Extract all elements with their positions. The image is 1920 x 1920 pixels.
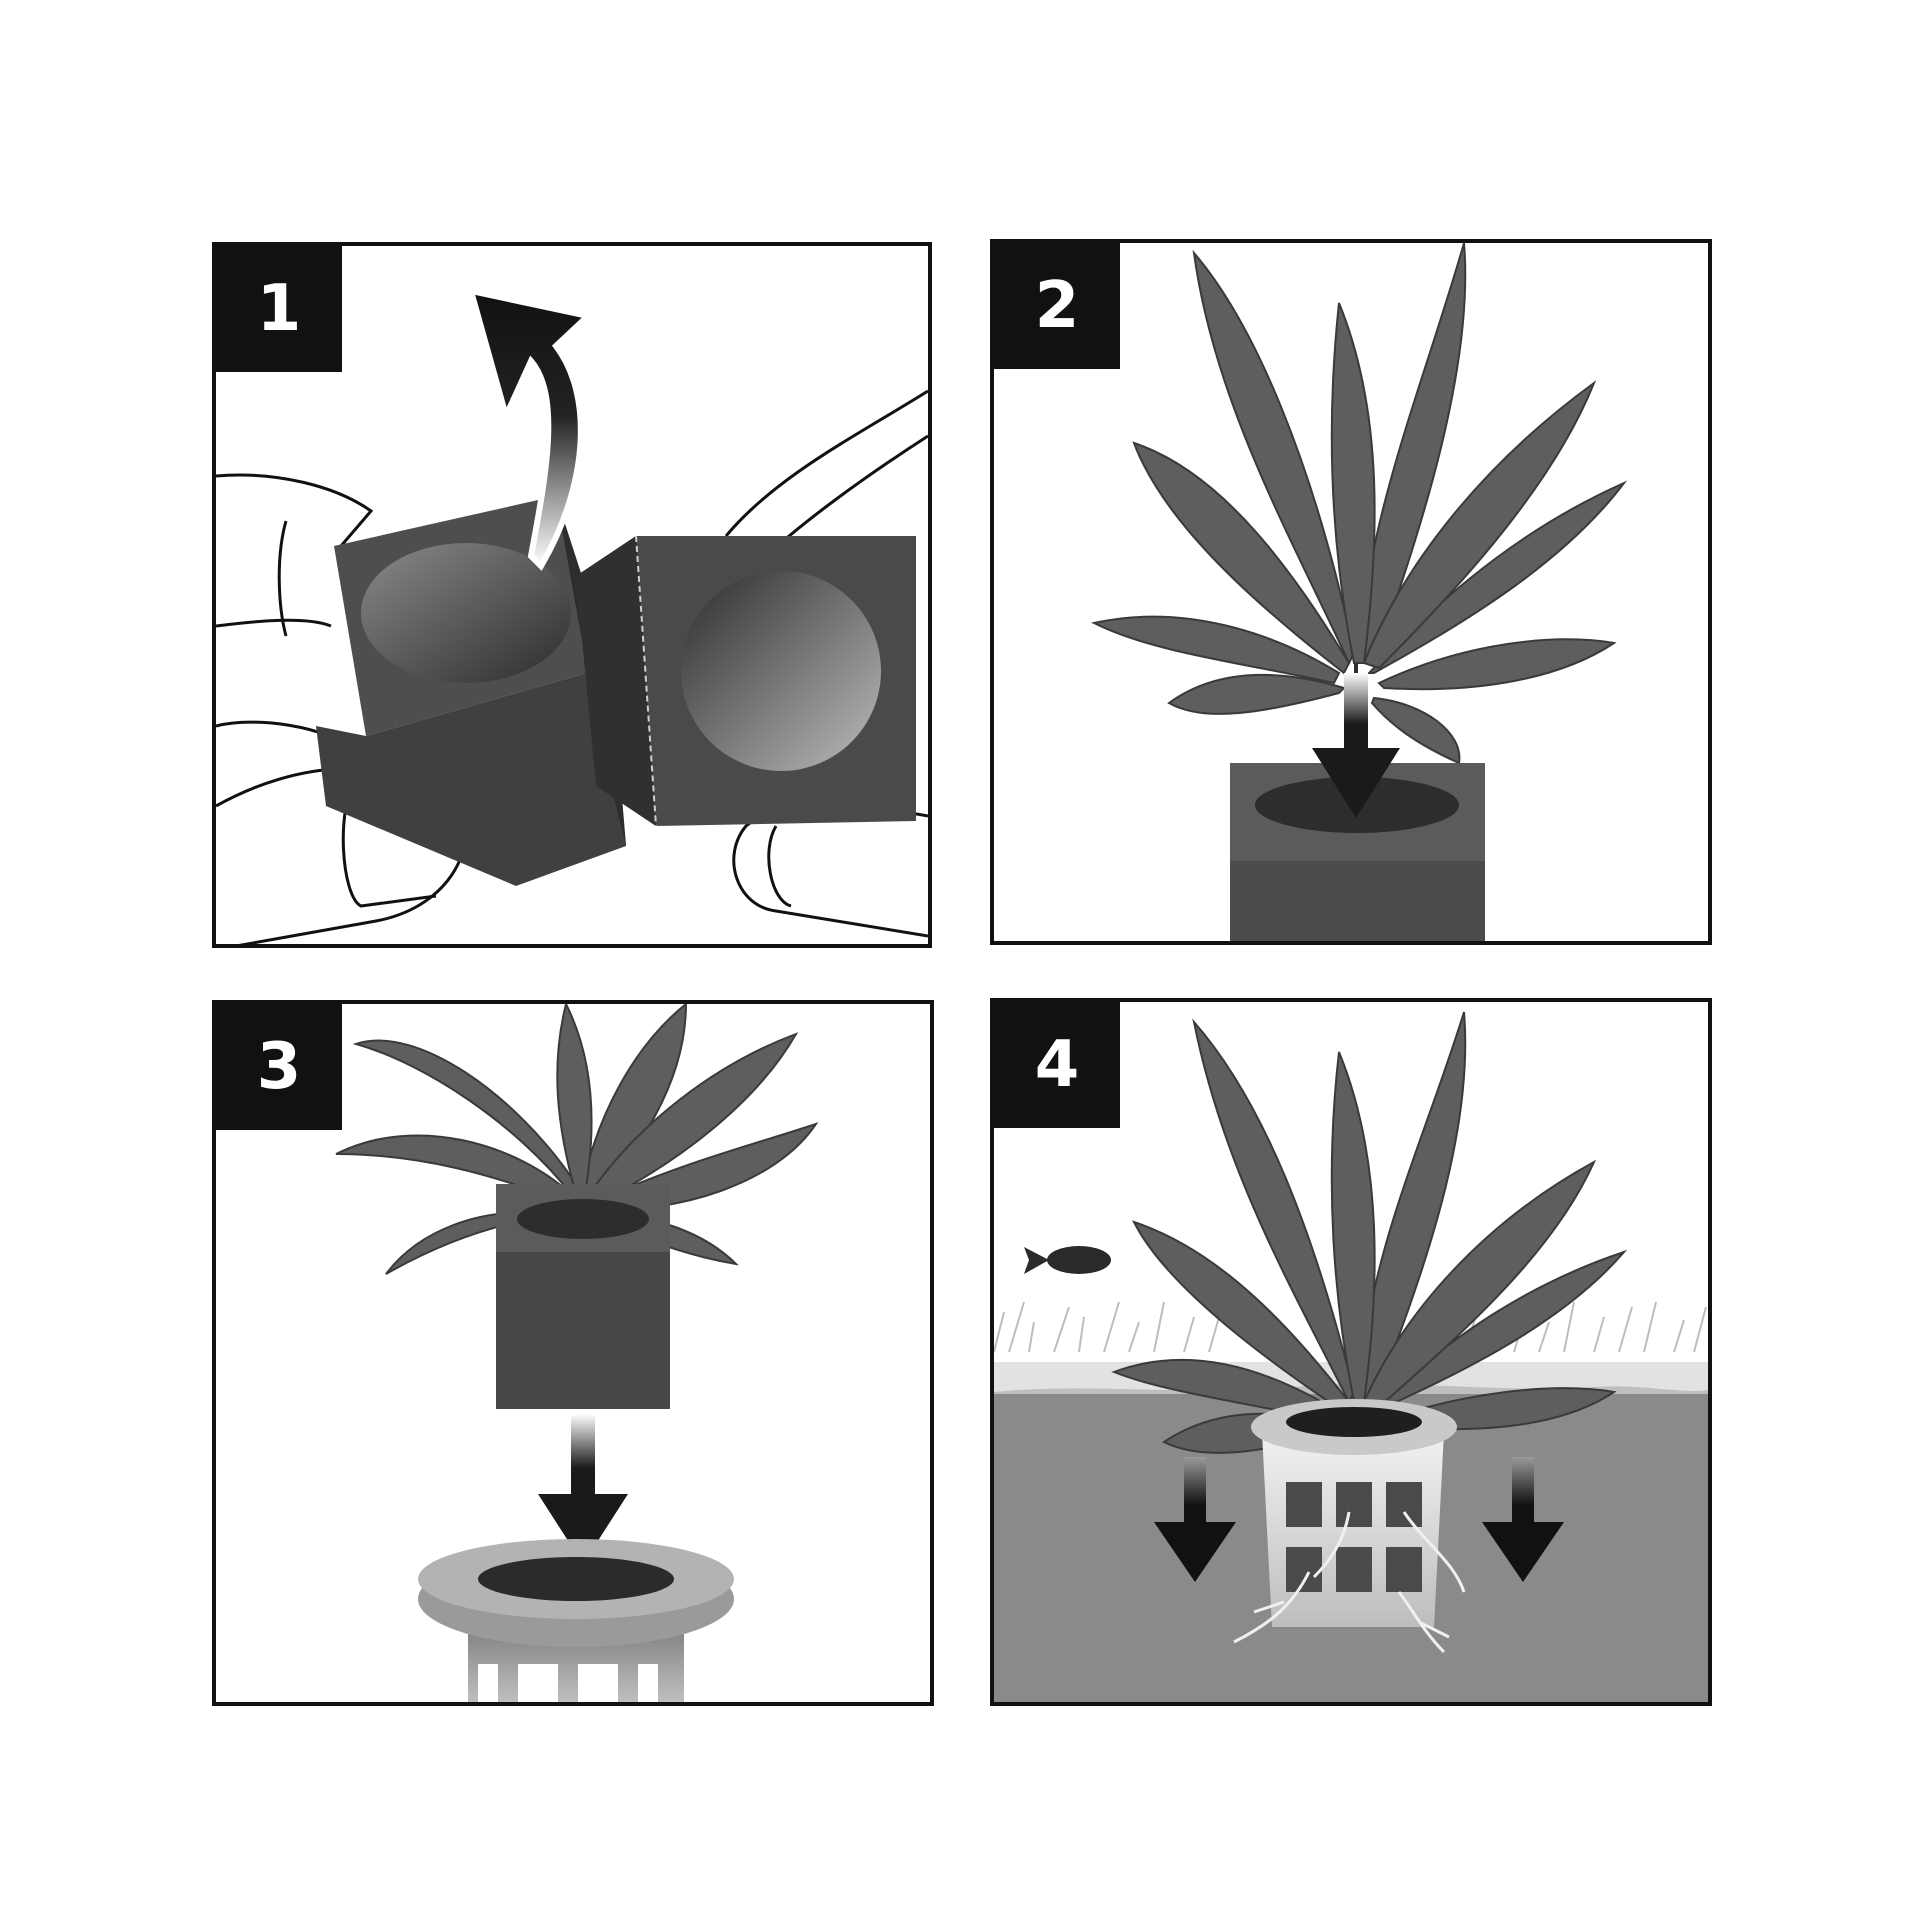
step-3-illustration	[335, 1004, 819, 1702]
planting-basket	[418, 1539, 734, 1702]
right-cube	[576, 535, 916, 827]
step-4-panel: 4	[990, 998, 1712, 1706]
step-1-badge: 1	[216, 246, 342, 372]
step-3-panel: 3	[212, 1000, 934, 1706]
step-1-panel: 1	[212, 242, 932, 948]
down-arrow-icon-left	[1154, 1457, 1236, 1582]
step-3-badge: 3	[216, 1004, 342, 1130]
down-arrow-icon	[538, 1414, 628, 1564]
step-4-badge: 4	[994, 1002, 1120, 1128]
step-2-badge: 2	[994, 243, 1120, 369]
right-cube-hole	[681, 571, 881, 771]
fish-icon	[1024, 1246, 1111, 1274]
planting-basket	[1251, 1399, 1457, 1627]
step-4-illustration	[994, 1011, 1708, 1702]
plant	[1091, 243, 1628, 765]
step-2-illustration	[1091, 243, 1628, 941]
down-arrow-icon-right	[1482, 1457, 1564, 1582]
rockwool-cube-with-plant	[496, 1184, 670, 1409]
down-arrow-icon	[1312, 673, 1400, 818]
left-cube-hole	[361, 543, 571, 683]
step-1-illustration	[216, 287, 928, 944]
curved-up-arrow-icon	[466, 287, 595, 571]
left-cube	[316, 496, 626, 886]
step-2-panel: 2	[990, 239, 1712, 945]
plant	[335, 1004, 819, 1275]
roots	[1233, 1511, 1466, 1654]
